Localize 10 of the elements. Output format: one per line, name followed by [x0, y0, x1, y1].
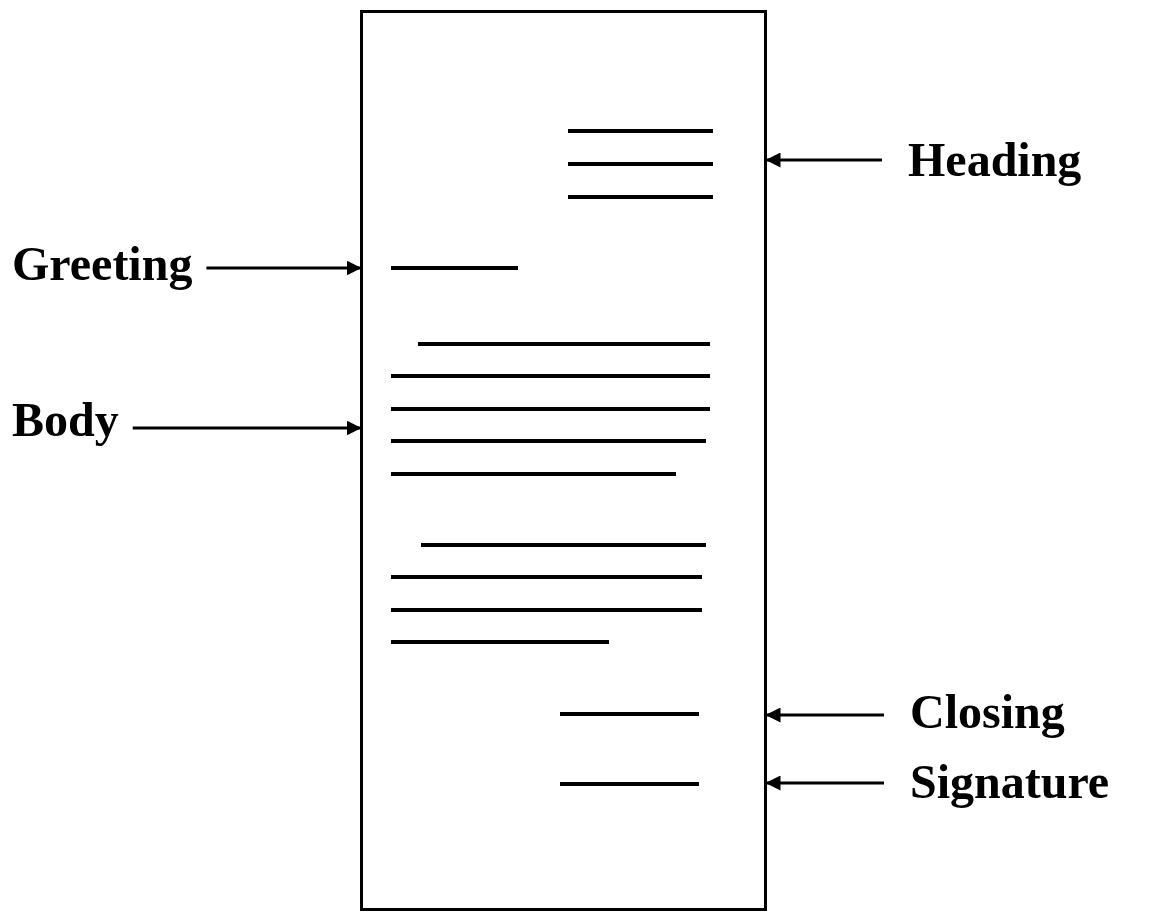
- arrow: [206, 260, 362, 276]
- part-label: Heading: [908, 132, 1082, 188]
- part-label: Greeting: [12, 236, 193, 292]
- part-label: Signature: [910, 754, 1110, 810]
- arrow: [765, 152, 882, 168]
- arrow: [765, 775, 884, 791]
- part-label: Body: [12, 392, 119, 448]
- arrow: [132, 420, 362, 436]
- arrow: [765, 707, 884, 723]
- part-label: Closing: [910, 684, 1065, 740]
